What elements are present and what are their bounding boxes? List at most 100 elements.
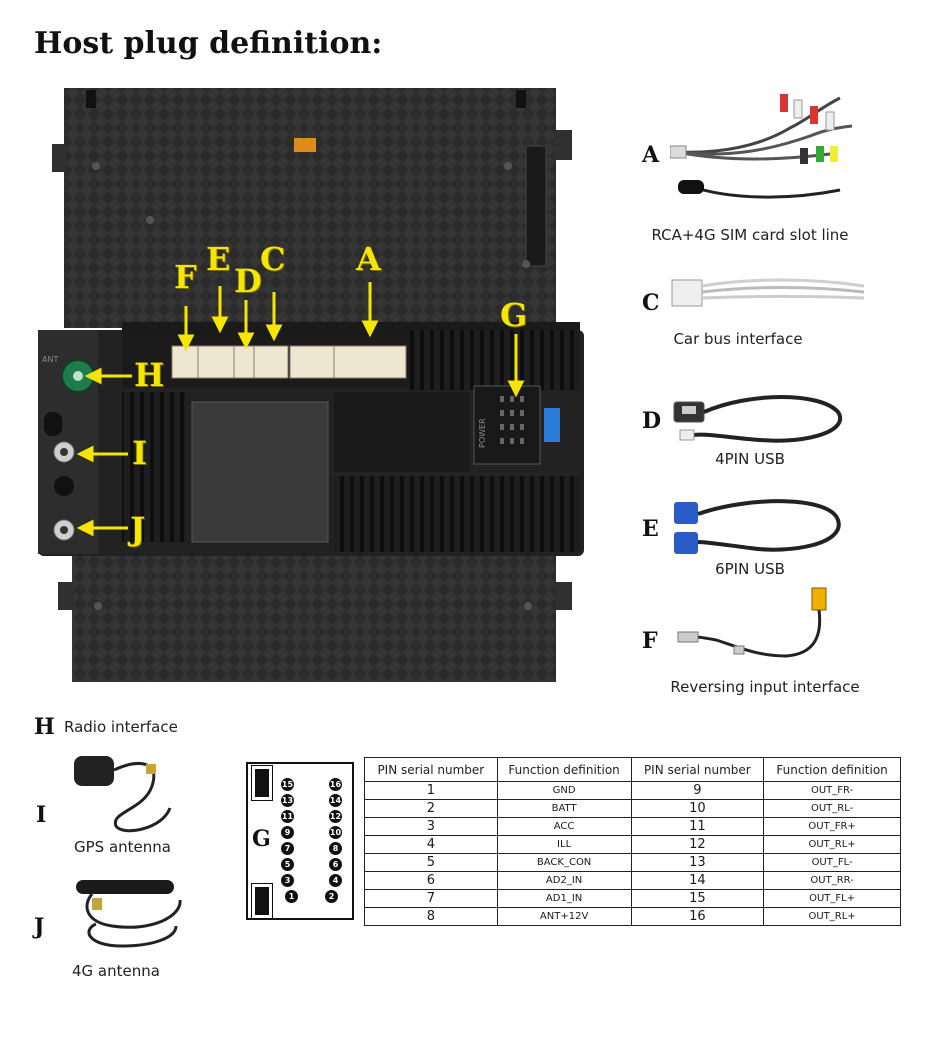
accessory-d-caption: 4PIN USB — [715, 450, 785, 468]
pin-function: AD2_IN — [496, 871, 632, 890]
pin-function: BACK_CON — [496, 853, 632, 872]
pin-number: 11 — [630, 817, 765, 836]
head-unit-illustration: ANT POWER — [38, 88, 584, 682]
car-bus-cable-image — [671, 278, 865, 307]
pin-definition-table: PIN serial number Function definition PI… — [364, 757, 901, 926]
pin-function: ILL — [496, 835, 632, 854]
pin-function: AD1_IN — [496, 889, 632, 908]
callout-e: E — [206, 240, 231, 278]
pin-4: 4 — [329, 874, 342, 887]
reversing-cable-image — [677, 587, 827, 658]
callout-g: G — [500, 296, 528, 334]
pin-8: 8 — [329, 842, 342, 855]
pin-function: ACC — [496, 817, 632, 836]
pin-15: 15 — [281, 778, 294, 791]
pin-number: 5 — [364, 853, 498, 872]
callout-j: J — [130, 510, 146, 548]
table-row: 3 ACC 11 OUT_FR+ — [364, 817, 901, 836]
usb-4pin-cable-image — [673, 395, 843, 443]
pin-16: 16 — [329, 778, 342, 791]
table-row: 7 AD1_IN 15 OUT_FL+ — [364, 889, 901, 908]
header-pin-1: PIN serial number — [364, 757, 498, 782]
accessory-d-letter: D — [642, 408, 662, 434]
lte-caption: 4G antenna — [72, 962, 160, 980]
pin-number: 14 — [630, 871, 765, 890]
pin-3: 3 — [281, 874, 294, 887]
pin-number: 15 — [630, 889, 765, 908]
pin-5: 5 — [281, 858, 294, 871]
pin-function: OUT_FL+ — [763, 889, 901, 908]
callout-h: H — [134, 356, 165, 394]
pin-function: OUT_FR- — [763, 781, 901, 800]
gps-antenna-image — [74, 756, 172, 833]
head-unit-photo: ANT POWER — [38, 86, 594, 688]
table-row: 2 BATT 10 OUT_RL- — [364, 799, 901, 818]
page-title: Host plug definition: — [34, 26, 383, 61]
pin-number: 16 — [630, 907, 765, 926]
pin-number: 10 — [630, 799, 765, 818]
pin-number: 12 — [630, 835, 765, 854]
pin-function: ANT+12V — [496, 907, 632, 926]
gps-caption: GPS antenna — [74, 838, 171, 856]
pin-12: 12 — [329, 810, 342, 823]
pin-6: 6 — [329, 858, 342, 871]
header-pin-2: PIN serial number — [630, 757, 765, 782]
table-row: 4 ILL 12 OUT_RL+ — [364, 835, 901, 854]
callout-c: C — [260, 240, 286, 278]
accessory-f-caption: Reversing input interface — [670, 678, 860, 696]
pin-number: 8 — [364, 907, 498, 926]
pin-number: 9 — [630, 781, 765, 800]
pin-11: 11 — [281, 810, 294, 823]
lte-letter: J — [34, 914, 45, 940]
ant-label: ANT — [42, 355, 58, 364]
pin-function: BATT — [496, 799, 632, 818]
callout-f: F — [174, 258, 197, 296]
connector-g-diagram: 15 16 13 14 11 12 9 10 7 8 5 6 3 4 1 2 — [246, 762, 354, 920]
table-row: 8 ANT+12V 16 OUT_RL+ — [364, 907, 901, 926]
callout-d: D — [234, 262, 262, 300]
pin-7: 7 — [281, 842, 294, 855]
power-label: POWER — [478, 418, 487, 448]
lte-antenna-image — [76, 880, 182, 948]
pin-number: 13 — [630, 853, 765, 872]
callout-i: I — [132, 434, 147, 472]
accessory-f-letter: F — [642, 628, 658, 654]
pin-function: OUT_RL- — [763, 799, 901, 818]
pin-2: 2 — [325, 890, 338, 903]
table-header-row: PIN serial number Function definition PI… — [364, 757, 901, 782]
radio-letter: H — [34, 714, 55, 740]
pin-number: 1 — [364, 781, 498, 800]
accessory-c-caption: Car bus interface — [673, 330, 803, 348]
pin-function: OUT_RR- — [763, 871, 901, 890]
connector-key-bottom — [251, 883, 273, 919]
pin-function: OUT_RL+ — [763, 907, 901, 926]
pin-function: GND — [496, 781, 632, 800]
pin-9: 9 — [281, 826, 294, 839]
gps-letter: I — [36, 802, 47, 828]
radio-caption: Radio interface — [64, 718, 178, 736]
pin-function: OUT_RL+ — [763, 835, 901, 854]
accessory-c-letter: C — [642, 290, 660, 316]
usb-6pin-cable-image — [674, 499, 841, 554]
accessory-e-caption: 6PIN USB — [715, 560, 785, 578]
rca-cable-image — [670, 94, 853, 199]
pin-1: 1 — [285, 890, 298, 903]
accessory-a-caption: RCA+4G SIM card slot line — [651, 226, 849, 244]
pin-10: 10 — [329, 826, 342, 839]
table-row: 1 GND 9 OUT_FR- — [364, 781, 901, 800]
accessory-a-letter: A — [642, 142, 660, 168]
pin-function: OUT_FR+ — [763, 817, 901, 836]
pin-number: 3 — [364, 817, 498, 836]
pin-function: OUT_FL- — [763, 853, 901, 872]
connector-key-top — [251, 765, 273, 801]
header-function-2: Function definition — [763, 757, 901, 782]
callout-a: A — [356, 240, 381, 278]
pin-number: 4 — [364, 835, 498, 854]
table-row: 5 BACK_CON 13 OUT_FL- — [364, 853, 901, 872]
connector-g-letter: G — [250, 826, 273, 852]
pin-number: 7 — [364, 889, 498, 908]
header-function-1: Function definition — [496, 757, 632, 782]
table-row: 6 AD2_IN 14 OUT_RR- — [364, 871, 901, 890]
pin-number: 2 — [364, 799, 498, 818]
accessory-e-letter: E — [642, 516, 659, 542]
